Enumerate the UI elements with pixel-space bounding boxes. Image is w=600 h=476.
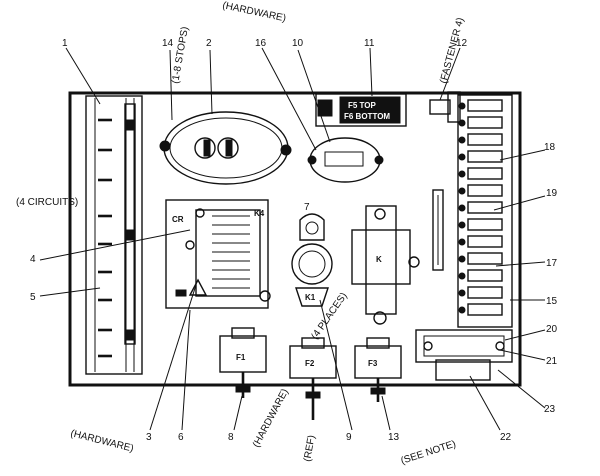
callout-4: 4 — [30, 254, 36, 265]
terminal-row — [467, 235, 503, 248]
callout-20: 20 — [546, 324, 558, 335]
regulator-module: CR K4 — [165, 199, 271, 309]
terminal-row — [467, 201, 503, 214]
terminal-screw — [458, 221, 466, 229]
switch-top-label: F5 TOP — [348, 101, 377, 110]
callout-23: 23 — [544, 404, 556, 415]
terminal-strip — [429, 91, 513, 328]
note-hardware-b: (HARDWARE) — [251, 387, 291, 449]
callout-18: 18 — [544, 142, 556, 153]
terminal-screw — [458, 187, 466, 195]
note-fastener: (FASTENER 4) — [438, 16, 466, 84]
terminal-row — [467, 218, 503, 231]
note-hardware-bl: (HARDWARE) — [69, 428, 134, 454]
round-relay-k1-label: K1 — [305, 293, 316, 302]
terminal-screw — [458, 289, 466, 297]
callout-9: 9 — [346, 432, 352, 443]
callout-11: 11 — [364, 38, 375, 49]
terminal-screw — [458, 153, 466, 161]
leader-lines — [39, 47, 546, 431]
note-see-note: (SEE NOTE) — [400, 439, 458, 467]
terminal-screw — [458, 204, 466, 212]
left-rail — [85, 95, 143, 375]
panel-frame — [68, 91, 522, 387]
callout-8: 8 — [228, 432, 234, 443]
callout-6: 6 — [178, 432, 184, 443]
callout-22: 22 — [500, 432, 512, 443]
switch-bottom-label: F6 BOTTOM — [344, 112, 390, 121]
terminal-f3-label: F3 — [368, 359, 378, 368]
callout-1: 1 — [62, 38, 68, 49]
callout-2: 2 — [206, 38, 212, 49]
terminal-f1: F1 — [219, 327, 267, 398]
callout-15: 15 — [546, 296, 558, 307]
capacitor-oval — [159, 111, 292, 185]
regulator-cr-label: CR — [172, 215, 184, 224]
callout-3: 3 — [146, 432, 152, 443]
callout-13: 13 — [388, 432, 400, 443]
callout-21: 21 — [546, 356, 558, 367]
terminal-row — [467, 150, 503, 163]
terminal-row — [467, 269, 503, 282]
round-relay: K1 — [291, 213, 333, 307]
terminal-f3: F3 — [354, 337, 402, 402]
note-stops: (1-8 STOPS) — [170, 26, 191, 85]
terminal-screw — [458, 136, 466, 144]
regulator-k4-label: K4 — [254, 209, 265, 218]
terminal-f2: F2 — [289, 337, 337, 420]
terminal-row — [467, 116, 503, 129]
terminal-screw — [458, 306, 466, 314]
note-places: (4 PLACES) — [309, 291, 349, 342]
terminal-screw — [458, 170, 466, 178]
callout-19: 19 — [546, 188, 558, 199]
terminal-f1-label: F1 — [236, 353, 246, 362]
terminal-f2-label: F2 — [305, 359, 315, 368]
terminal-row — [467, 286, 503, 299]
callouts: 1 14 2 16 10 11 12 18 19 17 15 20 21 23 … — [30, 38, 558, 443]
note-hardware-top: (HARDWARE) — [221, 0, 286, 24]
callout-12: 12 — [456, 38, 468, 49]
callout-7: 7 — [304, 202, 310, 213]
switch-label-box: F5 TOP F6 BOTTOM — [315, 93, 407, 127]
terminal-row — [467, 167, 503, 180]
callout-16: 16 — [255, 38, 267, 49]
callout-10: 10 — [292, 38, 304, 49]
terminal-screw — [458, 272, 466, 280]
note-circuits: (4 CIRCUITS) — [16, 197, 78, 208]
fuse-vertical — [432, 189, 444, 271]
note-ref: (REF) — [302, 434, 317, 462]
resistor-oval — [307, 137, 384, 183]
terminal-screw — [458, 255, 466, 263]
terminal-screw — [458, 238, 466, 246]
terminal-row — [467, 303, 503, 316]
callout-14: 14 — [162, 38, 174, 49]
terminal-row — [467, 184, 503, 197]
terminal-row — [467, 99, 503, 112]
terminal-row — [467, 252, 503, 265]
transformer-label: K — [376, 255, 382, 264]
callout-17: 17 — [546, 258, 558, 269]
callout-5: 5 — [30, 292, 36, 303]
rotated-notes: (1-8 STOPS) (FASTENER 4) (HARDWARE) (4 C… — [16, 0, 466, 467]
diode-block — [415, 329, 513, 381]
transformer-block: K — [351, 205, 420, 325]
terminal-row — [467, 133, 503, 146]
